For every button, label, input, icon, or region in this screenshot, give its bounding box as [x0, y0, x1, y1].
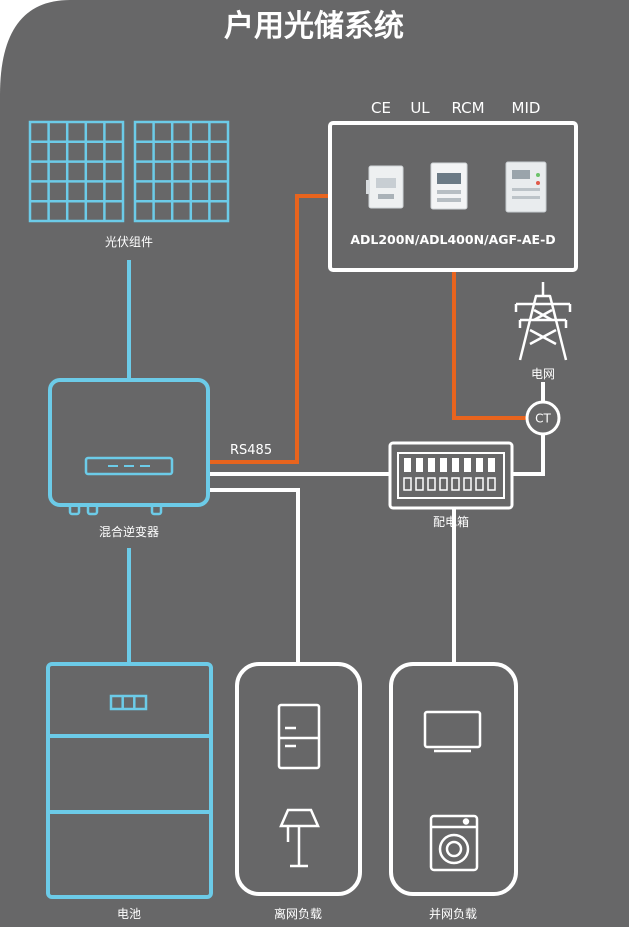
pv-panels — [28, 120, 230, 223]
battery-label: 电池 — [117, 907, 141, 921]
ct-sensor: CT — [525, 400, 561, 436]
hybrid-inverter — [48, 378, 210, 516]
distribution-box — [388, 441, 514, 510]
cert-ul: UL — [410, 99, 430, 117]
meter-agf-ae-d-icon — [505, 161, 547, 213]
cert-ce: CE — [371, 99, 391, 117]
rs485-label: RS485 — [230, 443, 272, 458]
floor-lamp-icon — [279, 808, 320, 868]
cert-rcm: RCM — [451, 99, 484, 117]
ct-label: CT — [535, 412, 551, 426]
meter-adl400n-icon — [430, 162, 468, 210]
pv-label: 光伏组件 — [105, 235, 153, 249]
meter-model-label: ADL200N/ADL400N/AGF-AE-D — [350, 232, 555, 247]
power-lines — [127, 260, 545, 664]
inverter-ports — [68, 503, 163, 516]
pv-panel-left — [28, 120, 125, 223]
off-grid-load — [235, 662, 362, 896]
off-grid-load-label: 离网负载 — [274, 906, 322, 921]
battery — [46, 662, 213, 899]
tv-icon — [423, 710, 482, 753]
comm-lines — [208, 194, 527, 464]
breaker-row — [404, 458, 495, 472]
meter-to-ct-line — [452, 270, 527, 420]
battery-indicator — [109, 694, 148, 711]
cert-mid: MID — [512, 99, 541, 117]
on-grid-load-label: 并网负载 — [429, 907, 477, 921]
refrigerator-icon — [277, 703, 321, 770]
meter-box — [328, 121, 578, 272]
meter-adl200n-icon — [366, 165, 404, 209]
distribution-box-label: 配电箱 — [433, 514, 469, 529]
certification-labels: CE UL RCM MID — [371, 99, 540, 117]
meter-devices — [366, 161, 547, 213]
inverter-display — [84, 456, 174, 476]
grid-tower-icon — [514, 282, 572, 361]
inverter-to-offgrid-line — [208, 488, 300, 664]
rs485-comm-line — [208, 194, 330, 464]
distribution-to-ct-line — [512, 434, 545, 476]
pv-panel-right — [133, 120, 230, 223]
grid-label: 电网 — [531, 367, 555, 381]
washing-machine-icon — [429, 814, 479, 872]
diagram-title: 户用光储系统 — [224, 9, 404, 44]
inverter-label: 混合逆变器 — [99, 524, 159, 539]
on-grid-load — [389, 662, 518, 896]
